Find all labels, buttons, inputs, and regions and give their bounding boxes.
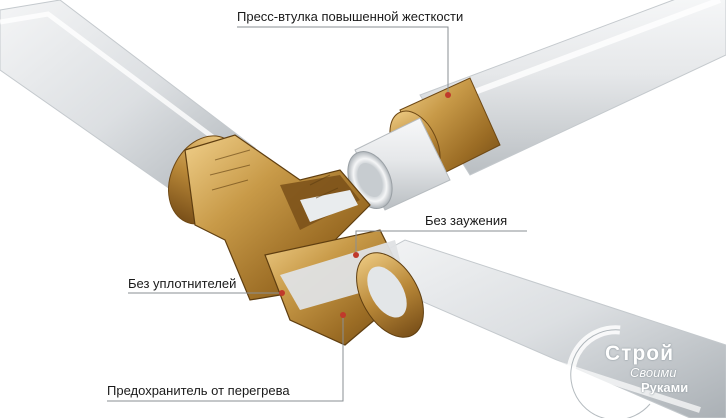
- watermark-line-2: Своими: [630, 365, 677, 380]
- watermark-line-1: Строй: [605, 342, 675, 365]
- leader-no-narrowing: [355, 230, 527, 255]
- watermark-line-3: Руками: [641, 380, 689, 395]
- label-no-seals: Без уплотнителей: [128, 276, 237, 291]
- label-press-sleeve: Пресс-втулка повышенной жесткости: [237, 9, 464, 24]
- leader-overheat-fuse: [107, 315, 344, 402]
- brass-tee: [168, 134, 424, 346]
- leader-lines: [107, 26, 527, 402]
- label-overheat-fuse: Предохранитель от перегрева: [107, 383, 290, 398]
- leader-points: [279, 92, 451, 318]
- leader-press-sleeve: [237, 26, 449, 95]
- label-no-narrowing: Без заужения: [425, 213, 508, 228]
- watermark-logo-icon: [566, 325, 654, 418]
